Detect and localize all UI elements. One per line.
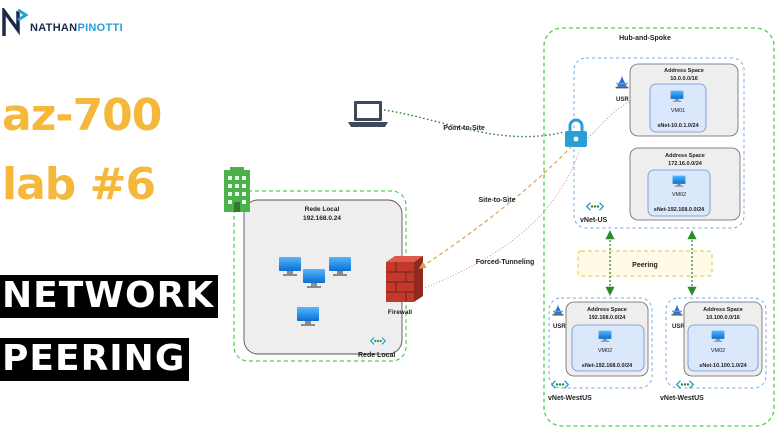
hub-usr-label: USR xyxy=(616,97,629,103)
hub-spoke-container xyxy=(543,27,775,427)
vnet-us-label: vNet-US xyxy=(580,217,608,224)
vnet-us-container xyxy=(573,57,745,229)
hub-as2-title: Address Space xyxy=(665,153,705,159)
brand-name: NATHANPINOTTI xyxy=(30,22,123,34)
building-icon xyxy=(224,167,250,212)
vm01-label: VM01 xyxy=(671,108,685,114)
hub-as1-cidr: 10.0.0.0/16 xyxy=(670,76,698,82)
title-peering: PEERING xyxy=(0,338,190,381)
firewall-icon xyxy=(386,256,423,302)
west1-subnet xyxy=(571,324,645,372)
hub-subnet-1 xyxy=(649,83,707,133)
vnet-us-icon xyxy=(586,202,604,211)
west1-usr-label: USR xyxy=(553,324,566,330)
west1-vm-label: VM02 xyxy=(598,348,612,354)
gateway-hub-link xyxy=(587,101,631,139)
forced-tunneling-label: Forced-Tunneling xyxy=(476,259,535,266)
point-to-site-link xyxy=(383,109,565,138)
west1-as-title: Address Space xyxy=(587,307,627,313)
hub-subnet-1-label: sNet-10.0.1.0/24 xyxy=(657,123,699,129)
hub-spoke-label: Hub-and-Spoke xyxy=(619,35,671,42)
hub-usr-icon xyxy=(614,74,630,90)
west1-subnet-label: sNet-192.168.0.0/24 xyxy=(582,363,633,369)
west2-vnet-label: vNet-WestUS xyxy=(660,395,704,402)
rede-local-outer xyxy=(233,190,407,362)
peering-label: Peering xyxy=(632,262,658,269)
point-to-site-label: Point-to-Site xyxy=(443,125,485,132)
rede-local-cidr: 192.168.0.24 xyxy=(303,215,341,222)
hub-as1-title: Address Space xyxy=(664,68,704,74)
west2-as-cidr: 10.100.0.0/16 xyxy=(706,315,740,321)
rede-local-caption: Rede Local xyxy=(358,352,395,359)
title-lab: lab #6 xyxy=(2,159,156,210)
west1-usr-icon xyxy=(551,303,565,317)
west2-as-title: Address Space xyxy=(703,307,743,313)
west1-as-cidr: 192.168.0.0/24 xyxy=(589,315,627,321)
west2-subnet xyxy=(687,324,759,372)
hub-as2-cidr: 172.16.0.0/24 xyxy=(668,161,703,167)
vpn-gateway-lock-icon xyxy=(565,118,587,147)
brand-n-icon xyxy=(2,8,28,36)
vnet-westus-2-container xyxy=(665,297,767,389)
firewall-label: Firewall xyxy=(388,309,412,316)
hub-vm02-label: VM02 xyxy=(672,192,686,198)
west2-vnet-icon xyxy=(676,380,694,389)
west1-vnet-label: vNet-WestUS xyxy=(548,395,592,402)
west2-subnet-label: sNet-10.100.1.0/24 xyxy=(699,363,747,369)
laptop-icon xyxy=(348,101,388,127)
west2-usr-icon xyxy=(670,303,684,317)
forced-tunneling-link xyxy=(423,149,581,289)
site-to-site-link xyxy=(418,145,573,269)
hub-subnet-2 xyxy=(647,169,711,217)
vnet-westus-1-container xyxy=(548,297,653,389)
brand-logo: NATHANPINOTTI xyxy=(2,8,123,38)
title-network: NETWORK xyxy=(0,275,219,318)
west2-vm-label: VM02 xyxy=(711,348,725,354)
west1-vnet-icon xyxy=(551,380,569,389)
title-course: az-700 xyxy=(2,90,162,141)
rede-local-title: Rede Local xyxy=(305,206,340,213)
site-to-site-label: Site-to-Site xyxy=(479,197,516,204)
hub-subnet-2-label: sNet-192.168.0.0/24 xyxy=(654,207,705,213)
west2-usr-label: USR xyxy=(672,324,685,330)
